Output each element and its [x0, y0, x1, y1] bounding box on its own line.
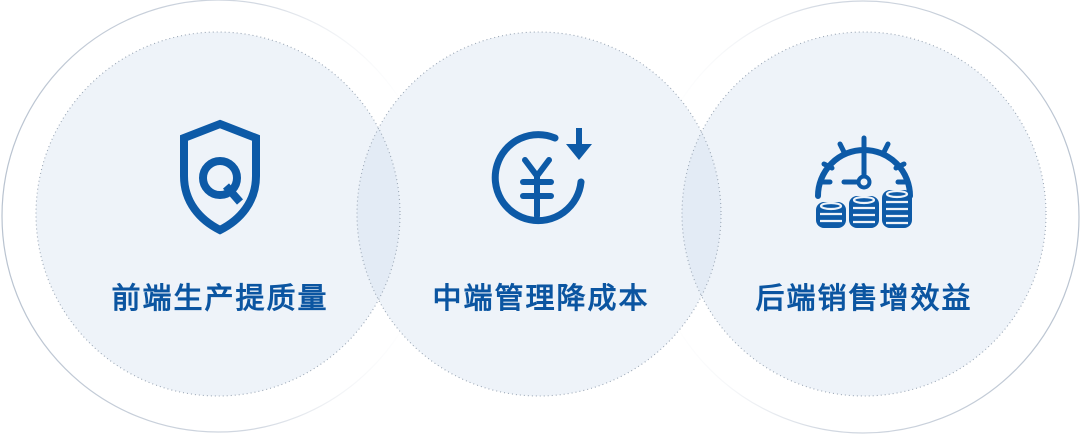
pillar-label: 中端管理降成本	[432, 281, 650, 315]
pillar-label: 前端生产提质量	[111, 281, 329, 315]
pillar-label: 后端销售增效益	[755, 281, 973, 315]
clock-coins-icon	[815, 135, 913, 228]
circle-left	[36, 32, 400, 396]
shield-q-icon	[180, 119, 260, 235]
yen-down-icon	[491, 128, 592, 225]
